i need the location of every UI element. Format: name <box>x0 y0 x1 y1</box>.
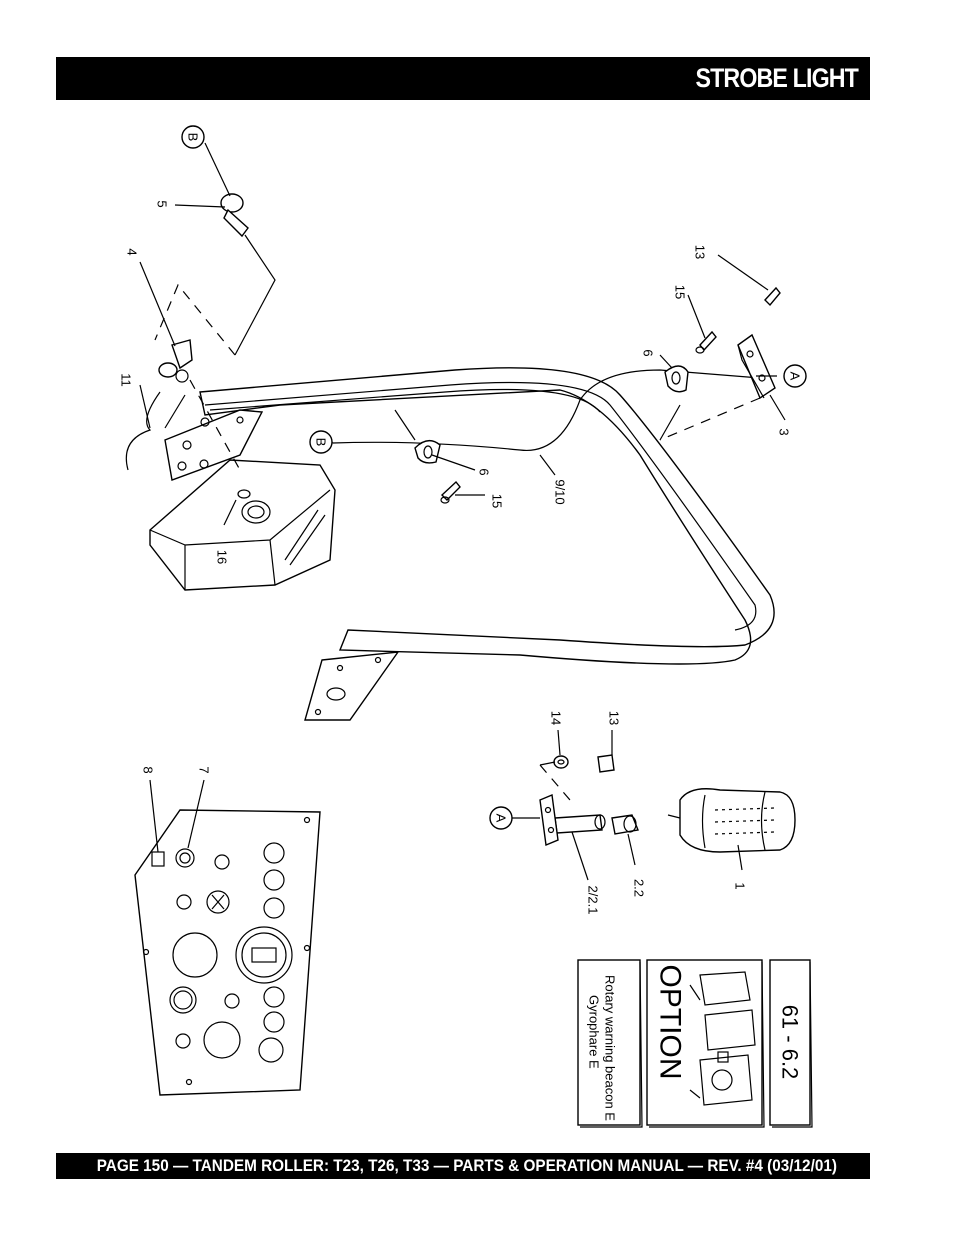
svg-text:A: A <box>494 814 509 823</box>
beacon-assembly <box>539 754 796 853</box>
svg-text:A: A <box>788 372 803 381</box>
switch-box <box>149 409 336 591</box>
option-illustration <box>689 971 756 1106</box>
callout-2-2-1: 2/2.1 <box>586 886 601 915</box>
option-code: 61 - 6.2 <box>778 1005 803 1080</box>
option-desc-line1: Rotary warning beacon E <box>603 975 618 1121</box>
ref-circle-a-lower: A <box>489 806 513 830</box>
callout-16: 16 <box>215 550 230 564</box>
callout-4: 4 <box>125 248 140 255</box>
ref-circle-a-right: A <box>783 364 807 388</box>
callout-3: 3 <box>777 428 792 435</box>
callout-13-upper: 13 <box>693 245 708 259</box>
callout-2-2: 2.2 <box>632 879 647 897</box>
svg-text:B: B <box>186 133 201 142</box>
callout-14: 14 <box>549 711 564 725</box>
callout-15-upper: 15 <box>673 285 688 299</box>
callout-13-lower: 13 <box>607 711 622 725</box>
ref-circle-b-top: B <box>181 125 205 149</box>
page-header-bar: STROBE LIGHT <box>56 57 870 100</box>
control-panel <box>134 809 321 1096</box>
page-footer-text: PAGE 150 — TANDEM ROLLER: T23, T26, T33 … <box>96 1156 837 1175</box>
clip-upper <box>664 330 717 393</box>
callout-5: 5 <box>155 200 170 207</box>
option-title: OPTION <box>654 964 687 1079</box>
callout-6-upper: 6 <box>641 349 656 356</box>
callout-8: 8 <box>141 766 156 773</box>
callout-1: 1 <box>733 882 748 889</box>
option-label-block: 61 - 6.2 OPTION Rotary warning beacon E … <box>577 959 813 1128</box>
handle-frame <box>199 367 775 721</box>
callout-9-10: 9/10 <box>553 479 568 504</box>
bracket-3 <box>659 286 781 441</box>
callout-11: 11 <box>119 373 134 387</box>
switch-knob <box>158 339 241 471</box>
page-footer-bar: PAGE 150 — TANDEM ROLLER: T23, T26, T33 … <box>56 1153 870 1179</box>
connector-5 <box>154 142 276 356</box>
wire-harness <box>125 369 761 471</box>
svg-text:B: B <box>314 438 329 447</box>
callout-15-lower: 15 <box>490 494 505 508</box>
clip-lower <box>414 440 461 504</box>
callout-7: 7 <box>197 766 212 773</box>
option-desc-line2: Gyrophare E <box>587 995 602 1069</box>
ref-circle-b-mid: B <box>309 430 333 454</box>
callout-6-lower: 6 <box>477 468 492 475</box>
page-title: STROBE LIGHT <box>695 63 858 93</box>
